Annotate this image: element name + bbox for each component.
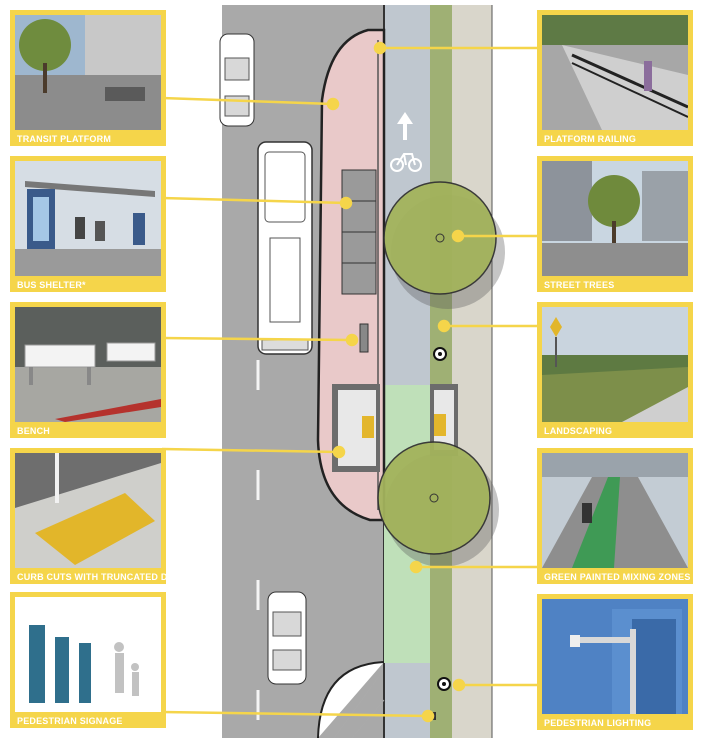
callout-bus-shelter: BUS SHELTER* (10, 156, 166, 292)
callout-label: PEDESTRIAN LIGHTING (544, 718, 652, 728)
light-pole-icon (433, 347, 447, 361)
bus-shelter (341, 169, 377, 295)
car-bottom (267, 591, 307, 685)
callout-label: TRANSIT PLATFORM (17, 134, 112, 144)
sidewalk (452, 5, 492, 738)
callout-transit-platform: TRANSIT PLATFORM (10, 10, 166, 146)
callout-label: LANDSCAPING (544, 426, 613, 436)
callout-landscaping: LANDSCAPING (537, 302, 693, 438)
callout-pedestrian-signage: PEDESTRIAN SIGNAGE (10, 592, 166, 728)
corner-curb (317, 661, 385, 738)
leader-lines (161, 41, 540, 723)
callout-green-mixing-zones: GREEN PAINTED MIXING ZONES (537, 448, 693, 584)
platform-railing-photo (542, 15, 688, 130)
callout-bench: BENCH (10, 302, 166, 438)
bus-shelter-photo (15, 161, 161, 276)
callout-label: BUS SHELTER* (17, 280, 86, 290)
bus (257, 141, 313, 355)
callout-pedestrian-lighting: PEDESTRIAN LIGHTING (537, 594, 693, 730)
bench (359, 323, 369, 353)
street-tree (377, 441, 499, 567)
curb-cuts-photo (15, 453, 161, 568)
callout-label: PEDESTRIAN SIGNAGE (17, 716, 123, 726)
callout-label: PLATFORM RAILING (544, 134, 637, 144)
callout-platform-railing: PLATFORM RAILING (537, 10, 693, 146)
car-top (219, 33, 255, 127)
landscaping-photo (542, 307, 688, 422)
transit-platform-photo (15, 15, 161, 130)
callout-label: STREET TREES (544, 280, 615, 290)
bicycle-icon (390, 153, 422, 172)
light-pole-icon (437, 677, 451, 691)
callout-curb-cuts: CURB CUTS WITH TRUNCATED DOMES (10, 448, 195, 584)
callout-label: CURB CUTS WITH TRUNCATED DOMES (17, 572, 195, 582)
planting-strip (430, 5, 452, 738)
green-mixing-zones-photo (542, 453, 688, 568)
callout-label: GREEN PAINTED MIXING ZONES (544, 572, 691, 582)
bench-photo (15, 307, 161, 422)
callout-label: BENCH (17, 426, 51, 436)
street-trees-photo (542, 161, 688, 276)
street-tree (383, 181, 505, 309)
pedestrian-lighting-photo (542, 599, 688, 714)
callout-street-trees: STREET TREES (537, 156, 693, 292)
bike-lane-arrow-icon (397, 112, 413, 140)
pedestrian-signage-photo (15, 597, 161, 712)
